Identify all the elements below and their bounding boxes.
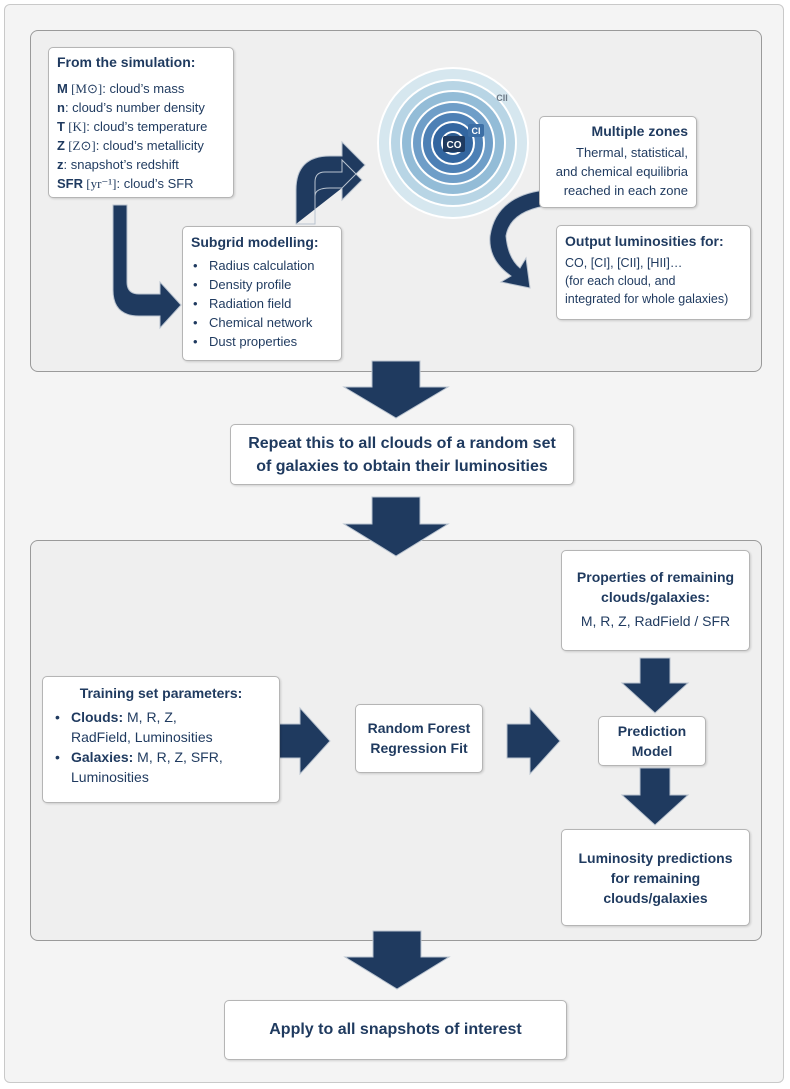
simulation-symbol: Z (57, 138, 65, 153)
output-title: Output luminosities for: (565, 233, 724, 249)
predictions-line: clouds/galaxies (603, 890, 708, 906)
bent-arrow-sim-to-subgrid (112, 204, 182, 330)
simulation-desc: : cloud’s SFR (116, 176, 194, 191)
output-line: (for each cloud, and (565, 274, 676, 288)
output-description: CO, [CI], [CII], [HII]… (for each cloud, … (565, 254, 742, 308)
simulation-row: n: cloud’s number density (57, 98, 225, 117)
simulation-desc: : cloud’s number density (64, 100, 205, 115)
prediction-model-line: Model (631, 743, 673, 759)
co-label-bg (443, 136, 465, 152)
down-arrow-2 (342, 496, 450, 557)
zones-title: Multiple zones (591, 123, 688, 139)
bent-arrow-subgrid-to-zones (295, 140, 366, 225)
training-item-continuation: Luminosities (71, 769, 149, 785)
co-label: CO (447, 140, 462, 151)
simulation-title: From the simulation: (57, 54, 196, 70)
remaining-title: Properties of remaining clouds/galaxies: (566, 567, 745, 607)
predictions-line: for remaining (610, 870, 701, 886)
apply-box: Apply to all snapshots of interest (224, 1000, 567, 1060)
training-list: Clouds: M, R, Z, RadField, LuminositiesGa… (53, 707, 269, 787)
simulation-desc: : snapshot’s redshift (63, 157, 179, 172)
training-item-continuation: RadField, Luminosities (71, 729, 213, 745)
random-forest-line: Regression Fit (370, 740, 468, 756)
down-arrow-remaining-to-model (620, 657, 690, 714)
training-item: Clouds: M, R, Z, RadField, Luminosities (53, 707, 269, 747)
output-box: Output luminosities for: CO, [CI], [CII]… (556, 225, 751, 320)
prediction-model-line: Prediction (617, 723, 687, 739)
zones-line: reached in each zone (563, 183, 688, 198)
ci-label-bg (468, 124, 484, 137)
repeat-text: Repeat this to all clouds of a random se… (237, 432, 567, 478)
down-arrow-1 (342, 360, 450, 419)
simulation-unit: [M⊙] (67, 81, 103, 96)
zones-line: and chemical equilibria (555, 164, 688, 179)
simulation-row: Z [Z⊙]: cloud’s metallicity (57, 136, 225, 155)
repeat-line: Repeat this to all clouds of a random se… (248, 435, 556, 452)
curved-arrow-zones-to-output (489, 189, 546, 289)
simulation-unit: [Z⊙] (64, 138, 96, 153)
simulation-desc: : cloud’s temperature (86, 119, 208, 134)
training-item-values: M, R, Z, SFR, (133, 749, 223, 765)
simulation-desc: : cloud’s mass (102, 81, 185, 96)
cii-label: CII (496, 93, 508, 103)
simulation-desc: : cloud’s metallicity (95, 138, 204, 153)
simulation-symbol: T (57, 119, 65, 134)
remaining-title-line: Properties of remaining (576, 569, 735, 585)
subgrid-item: Dust properties (191, 332, 333, 351)
simulation-symbol: SFR (57, 176, 83, 191)
training-box: Training set parameters: Clouds: M, R, Z… (42, 676, 280, 803)
subgrid-list: Radius calculationDensity profileRadiati… (191, 256, 333, 351)
down-arrow-model-to-predictions (620, 767, 690, 826)
output-line: integrated for whole galaxies) (565, 292, 729, 306)
simulation-symbol: z (57, 157, 64, 172)
predictions-line: Luminosity predictions (578, 850, 733, 866)
right-arrow-forest-to-model (506, 706, 561, 776)
simulation-row: SFR [yr⁻¹]: cloud’s SFR (57, 174, 225, 193)
remaining-title-line: clouds/galaxies: (601, 589, 710, 605)
subgrid-item: Radiation field (191, 294, 333, 313)
simulation-row: z: snapshot’s redshift (57, 155, 225, 174)
subgrid-item: Chemical network (191, 313, 333, 332)
training-item: Galaxies: M, R, Z, SFR, Luminosities (53, 747, 269, 787)
training-item-label: Clouds: (71, 709, 124, 725)
apply-text: Apply to all snapshots of interest (269, 1021, 522, 1038)
repeat-line: of galaxies to obtain their luminosities (256, 458, 548, 475)
subgrid-item: Radius calculation (191, 256, 333, 275)
right-arrow-training-to-forest (277, 706, 331, 776)
subgrid-box: Subgrid modelling: Radius calculationDen… (182, 226, 342, 361)
simulation-unit: [yr⁻¹] (83, 176, 117, 191)
output-line: CO, [CI], [CII], [HII]… (565, 256, 683, 270)
zones-line: Thermal, statistical, (576, 145, 688, 160)
simulation-row: M [M⊙]: cloud’s mass (57, 79, 225, 98)
simulation-symbol: n (57, 100, 65, 115)
simulation-box: From the simulation: M [M⊙]: cloud’s mas… (48, 47, 234, 198)
predictions-box: Luminosity predictions for remaining cloud… (561, 829, 750, 926)
training-item-values: M, R, Z, (123, 709, 177, 725)
subgrid-item: Density profile (191, 275, 333, 294)
simulation-unit: [K] (64, 119, 87, 134)
simulation-symbol: M (57, 81, 68, 96)
training-item-label: Galaxies: (71, 749, 134, 765)
zones-box: Multiple zones Thermal, statistical, and … (539, 116, 697, 208)
repeat-box: Repeat this to all clouds of a random se… (230, 424, 574, 485)
simulation-row: T [K]: cloud’s temperature (57, 117, 225, 136)
training-title: Training set parameters: (79, 685, 243, 701)
down-arrow-3 (343, 930, 451, 990)
predictions-text: Luminosity predictions for remaining cloud… (566, 848, 745, 908)
zones-description: Thermal, statistical, and chemical equili… (548, 143, 688, 200)
subgrid-title: Subgrid modelling: (191, 234, 319, 250)
random-forest-line: Random Forest (367, 720, 471, 736)
remaining-text: M, R, Z, RadField / SFR (580, 613, 731, 629)
ci-label: CI (472, 126, 481, 136)
